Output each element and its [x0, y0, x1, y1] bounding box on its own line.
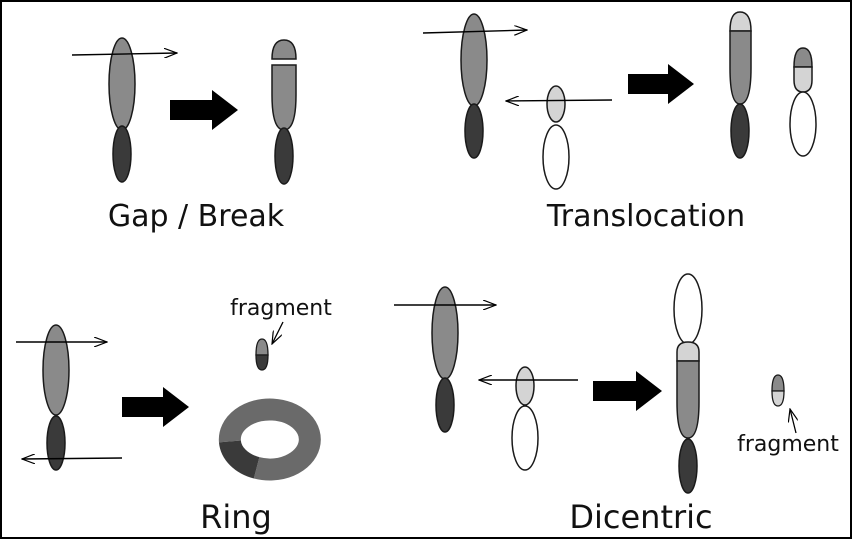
long-arm — [790, 92, 816, 156]
upper-white-arm — [674, 274, 702, 344]
chromosome-a — [432, 287, 458, 432]
short-arm — [47, 416, 65, 470]
derivative-chromosome-b — [790, 48, 816, 156]
swapped-tip — [730, 12, 751, 31]
long-arm — [543, 125, 569, 189]
long-arm — [109, 38, 135, 130]
long-arm — [730, 31, 751, 104]
radiation-track-arrow — [506, 100, 612, 101]
panel-label-dicentric: Dicentric — [569, 498, 712, 536]
long-arm — [43, 325, 69, 415]
acentric-fragment — [256, 339, 268, 370]
long-arm — [432, 287, 458, 379]
chromosome-b — [543, 86, 569, 189]
lower-dark-arm — [679, 439, 697, 493]
radiation-track-arrow — [22, 458, 122, 459]
panel-label-gap-break: Gap / Break — [108, 199, 285, 234]
fragment-top — [256, 339, 268, 355]
long-arm — [512, 406, 538, 470]
derivative-chromosome-a — [730, 12, 751, 158]
short-arm — [794, 67, 812, 92]
long-arm — [461, 14, 487, 106]
short-arm — [731, 104, 749, 158]
fragment-bottom — [256, 355, 268, 370]
fragment-bottom — [772, 391, 784, 406]
fragment-label: fragment — [230, 296, 332, 321]
light-segment — [677, 342, 699, 361]
short-arm — [516, 367, 534, 405]
panel-label-translocation: Translocation — [546, 199, 745, 234]
short-arm — [436, 378, 454, 432]
acentric-fragment — [772, 375, 784, 406]
short-arm — [113, 126, 131, 182]
normal-chromosome — [109, 38, 135, 182]
chromosome-a — [461, 14, 487, 158]
fragment-top — [772, 375, 784, 391]
short-arm — [547, 86, 565, 122]
detached-tip — [272, 40, 296, 59]
normal-chromosome — [43, 325, 69, 470]
short-arm — [465, 104, 483, 158]
chromosome-b — [512, 367, 538, 470]
swapped-tip — [794, 48, 812, 67]
long-arm-remainder — [272, 65, 296, 130]
short-arm — [275, 128, 293, 184]
mid-gray-arm — [677, 361, 699, 438]
fragment-label: fragment — [737, 432, 839, 457]
panel-label-ring: Ring — [200, 498, 272, 536]
